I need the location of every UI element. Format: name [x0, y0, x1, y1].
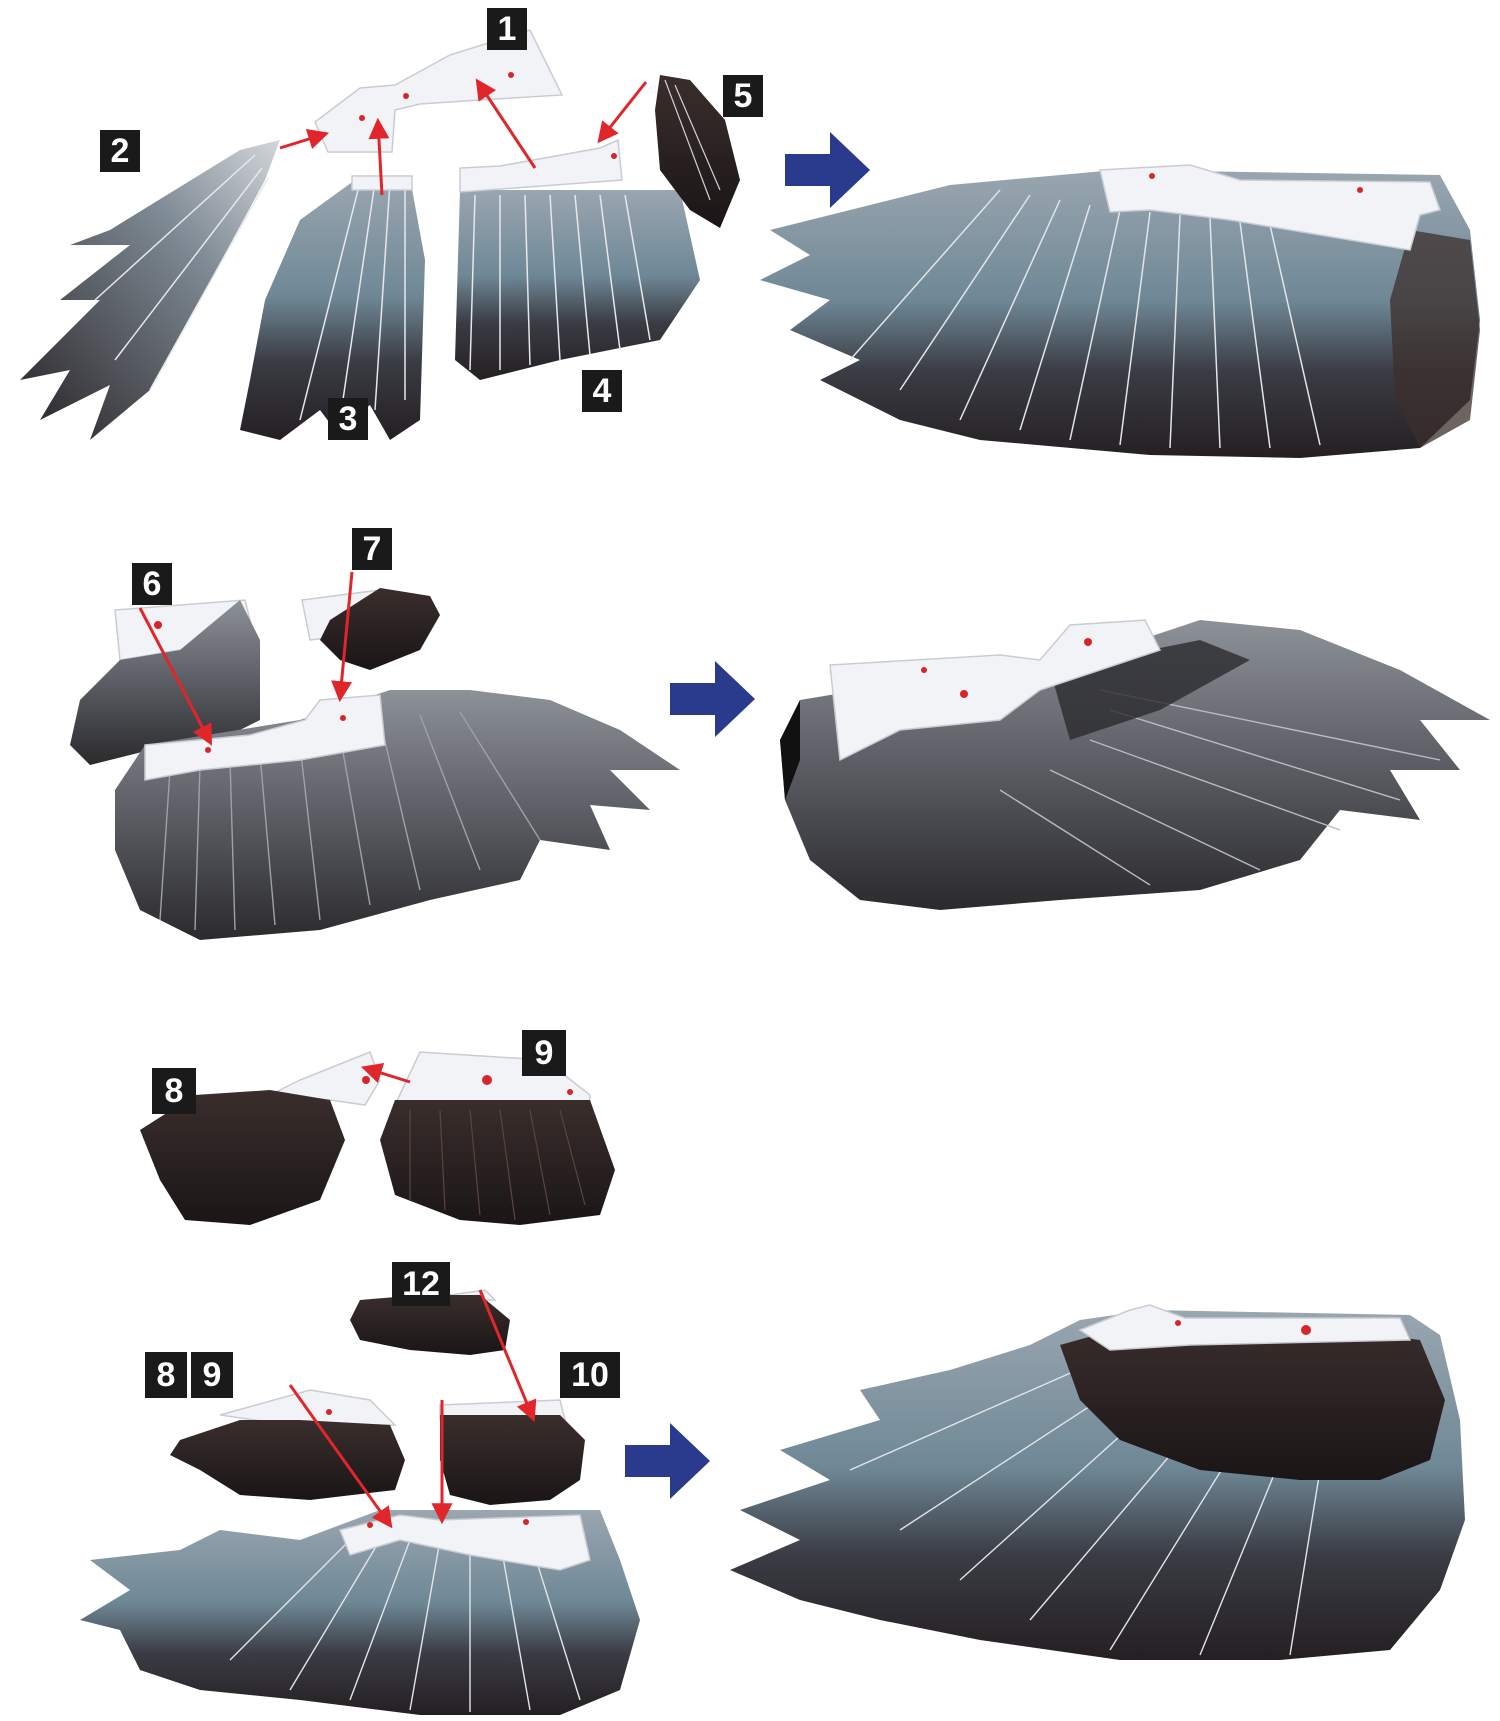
part-7-covert [302, 588, 440, 670]
label-12: 12 [392, 1262, 450, 1306]
label-7: 7 [352, 528, 392, 570]
part-10-feathers [440, 1400, 585, 1505]
svg-text:9: 9 [203, 1356, 222, 1394]
label-8: 8 [152, 1068, 196, 1114]
svg-text:2: 2 [111, 132, 130, 170]
label-4: 4 [582, 370, 622, 412]
svg-text:8: 8 [157, 1356, 176, 1394]
row-1-parts [20, 30, 740, 440]
part-8-9-feathers [170, 1390, 405, 1500]
label-2: 2 [100, 130, 140, 172]
label-8-lower: 8 [145, 1352, 187, 1398]
step-arrow-row-1 [785, 132, 870, 208]
part-4-feathers [455, 140, 700, 380]
svg-text:1: 1 [498, 10, 517, 48]
assembled-wing-3 [730, 1305, 1465, 1660]
step-arrow-row-4 [625, 1423, 710, 1499]
label-10: 10 [560, 1352, 620, 1398]
part-9-feathers [380, 1052, 615, 1225]
label-9: 9 [522, 1030, 566, 1076]
part-2-primaries [20, 140, 280, 440]
label-5: 5 [723, 75, 763, 117]
svg-text:6: 6 [143, 565, 162, 603]
row-3-parts [140, 1052, 615, 1225]
label-3: 3 [328, 398, 368, 440]
svg-text:9: 9 [535, 1034, 554, 1072]
label-1: 1 [487, 8, 527, 50]
svg-text:12: 12 [402, 1265, 440, 1303]
svg-text:4: 4 [593, 372, 612, 410]
svg-text:8: 8 [165, 1072, 184, 1110]
step-arrow-row-2 [670, 661, 755, 737]
row-2-parts [70, 572, 680, 940]
svg-text:3: 3 [339, 400, 358, 438]
svg-text:5: 5 [734, 77, 753, 115]
svg-text:7: 7 [363, 530, 382, 568]
assembled-wing-1 [760, 165, 1480, 458]
svg-text:10: 10 [571, 1356, 609, 1394]
row-4-base-wing [80, 1510, 640, 1715]
assembled-wing-2 [780, 620, 1490, 910]
label-6: 6 [132, 563, 172, 605]
label-9-lower: 9 [191, 1352, 233, 1398]
